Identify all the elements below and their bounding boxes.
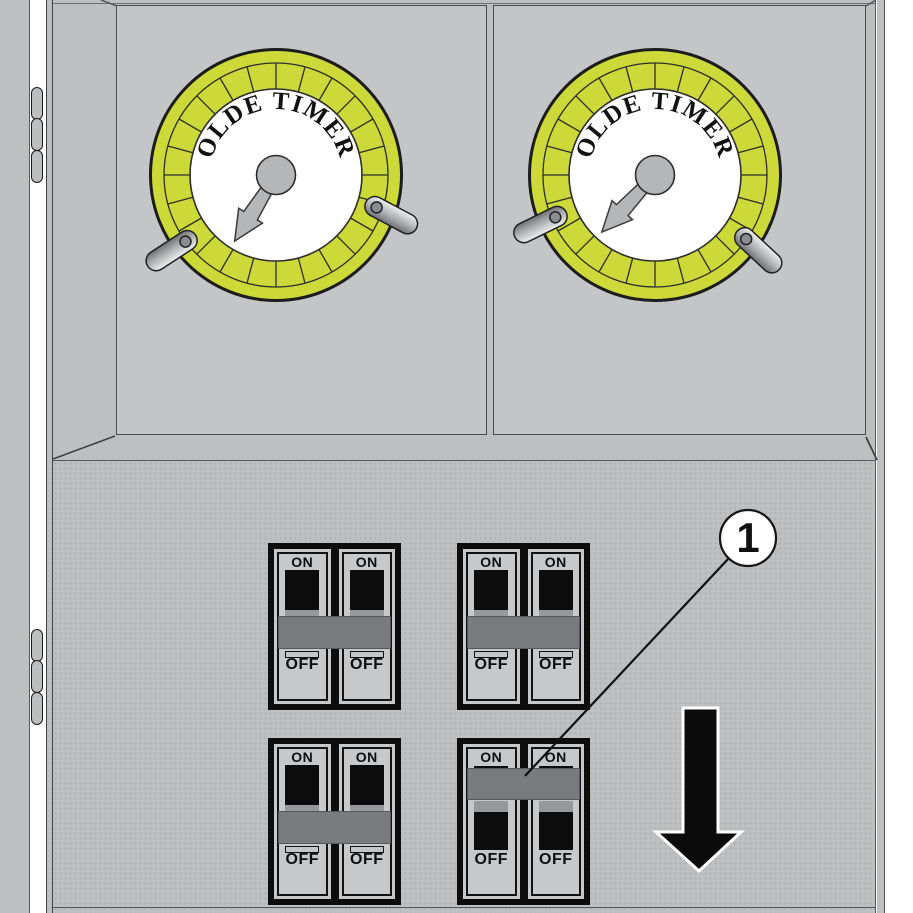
dial-lever-right[interactable] (731, 224, 786, 278)
breaker-block-bottom-right[interactable]: ON OFF ON OFF (457, 738, 590, 905)
dial-tick-marks (164, 63, 388, 287)
lever-pin (549, 211, 562, 224)
on-label: ON (355, 554, 378, 570)
hinge-top-1 (31, 87, 43, 120)
off-label: OFF (539, 851, 573, 868)
breaker-toggle-step (538, 801, 573, 812)
on-label: ON (480, 554, 503, 570)
breaker-slot-bottom (349, 651, 384, 658)
panel-top-edge-line (53, 3, 875, 4)
breaker-center-divider (519, 744, 528, 899)
breaker-block-bottom-left[interactable]: ON OFF ON OFF (268, 738, 401, 905)
breaker-slot-bottom (474, 651, 509, 658)
dial-hub (255, 154, 297, 196)
off-label: OFF (539, 656, 573, 673)
breaker-block-top-left[interactable]: ON OFF ON OFF (268, 543, 401, 710)
hinge-top-3 (31, 150, 43, 183)
lever-pin (739, 232, 753, 246)
breaker-toggle-step (349, 805, 384, 816)
off-label: OFF (474, 851, 508, 868)
breaker-toggle-step (285, 610, 320, 621)
lever-pin (179, 235, 192, 248)
breaker-toggle-step (474, 801, 509, 812)
section-divider-line (53, 460, 875, 461)
dial-lever-left[interactable] (142, 227, 201, 275)
breaker-block-top-right[interactable]: ON OFF ON OFF (457, 543, 590, 710)
breaker-handle-tie-flagged[interactable] (467, 768, 580, 800)
dial-hub (634, 154, 676, 196)
dial-lever-right[interactable] (361, 193, 421, 237)
panel-bottom-edge-line (53, 907, 875, 908)
on-label: ON (291, 749, 314, 765)
timer-dial-left[interactable]: OLDE TIMER (126, 25, 426, 325)
breaker-toggle-slot (349, 765, 384, 805)
off-label: OFF (350, 851, 384, 868)
on-label: ON (291, 554, 314, 570)
breaker-toggle-step (349, 610, 384, 621)
breaker-toggle-slot (285, 765, 320, 805)
breaker-slot-bottom (285, 651, 320, 658)
on-label: ON (544, 749, 567, 765)
lever-pin (370, 201, 383, 214)
timer-dial-right[interactable]: OLDE TIMER (505, 25, 805, 325)
hinge-bottom-1 (31, 629, 43, 662)
dial-tick-marks (543, 63, 767, 287)
breaker-toggle-step (474, 610, 509, 621)
breaker-handle-tie[interactable] (467, 616, 580, 649)
hinge-bottom-2 (31, 660, 43, 693)
breaker-toggle-slot (474, 570, 509, 610)
hinge-top-2 (31, 118, 43, 151)
on-label: ON (355, 749, 378, 765)
breaker-toggle-slot (538, 570, 573, 610)
breaker-toggle-slot (474, 812, 509, 850)
breaker-slot-bottom (349, 846, 384, 853)
breaker-toggle-slot (538, 812, 573, 850)
off-label: OFF (474, 656, 508, 673)
breaker-handle-tie[interactable] (278, 616, 391, 649)
door-left-edge (0, 0, 30, 913)
dial-lever-left[interactable] (510, 203, 570, 246)
off-label: OFF (350, 656, 384, 673)
door-frame-strip (46, 0, 53, 913)
off-label: OFF (285, 851, 319, 868)
breaker-handle-tie[interactable] (278, 811, 391, 844)
on-label: ON (544, 554, 567, 570)
breaker-toggle-slot (349, 570, 384, 610)
breaker-toggle-step (285, 805, 320, 816)
on-label: ON (480, 749, 503, 765)
panel-right-edge (877, 0, 885, 913)
breaker-slot-bottom (285, 846, 320, 853)
hinge-bottom-3 (31, 692, 43, 725)
off-label: OFF (285, 656, 319, 673)
breaker-toggle-slot (285, 570, 320, 610)
